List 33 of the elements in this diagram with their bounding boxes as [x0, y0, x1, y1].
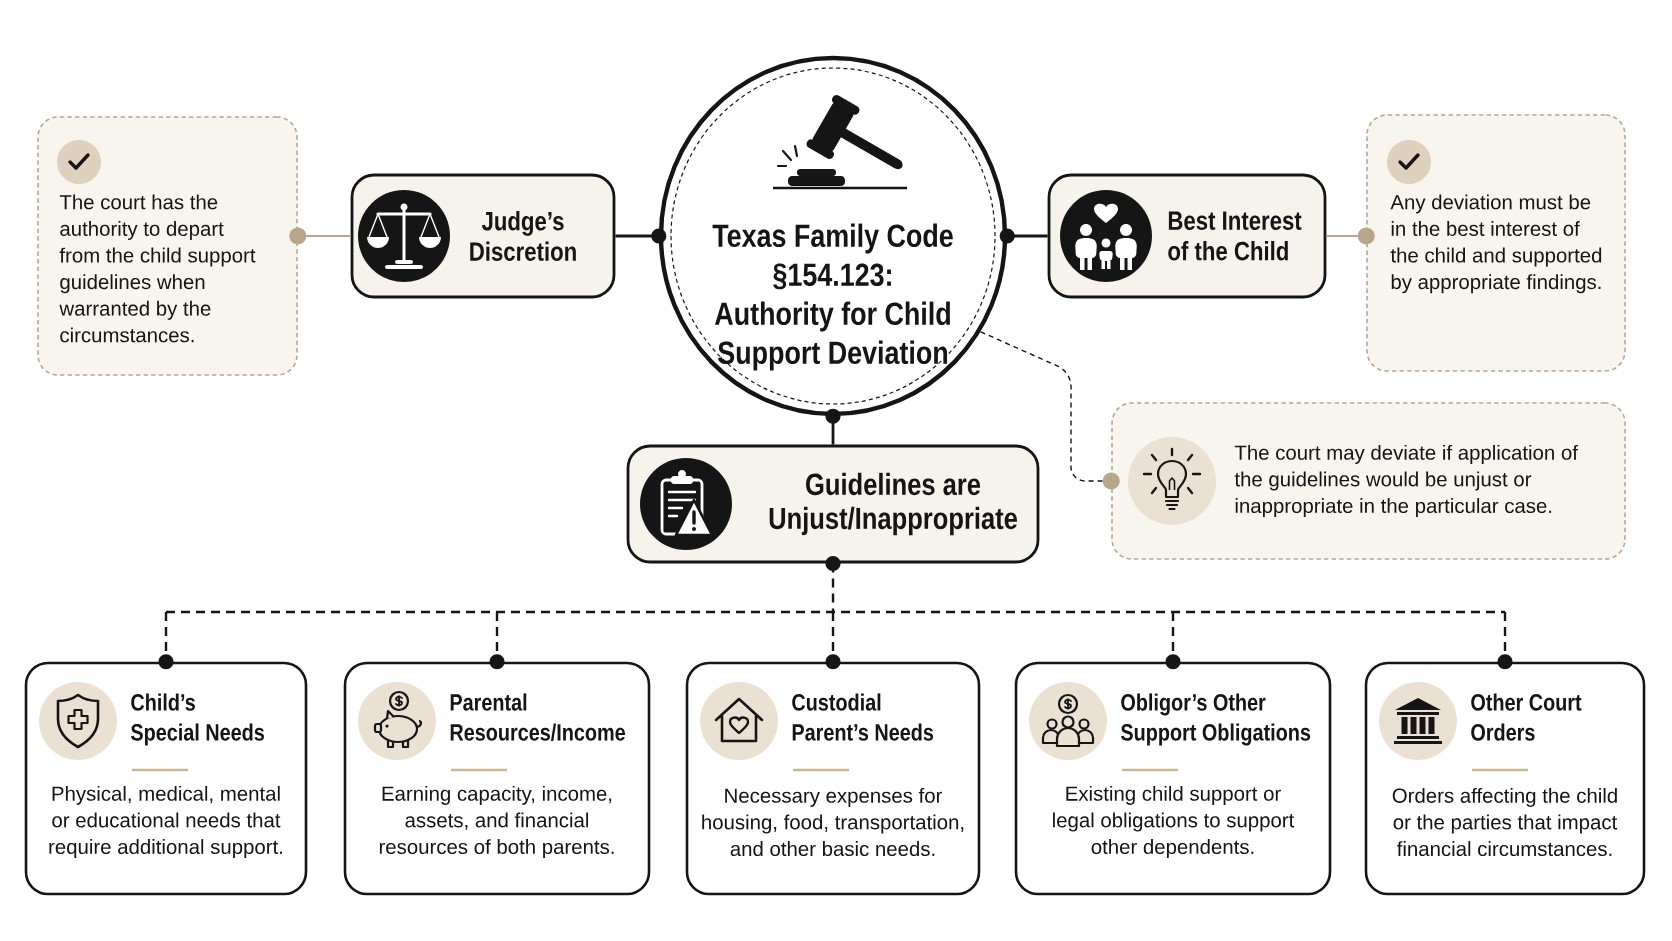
description-text: Existing child support or legal obligations to support other dependents. [1053, 785, 1295, 859]
connector-line [615, 228, 667, 244]
topic-box: Best Interest of the Child [1047, 173, 1327, 299]
dashed-connector [825, 612, 841, 670]
dashed-connector [1165, 612, 1181, 670]
description-text: Physical, medical, mental or educational needs that require additional support. [49, 785, 282, 859]
note-box: The court may deviate if application of the guidelines would be unjust or inappropriate in the particular case. [1111, 402, 1626, 560]
factor-card [1364, 661, 1646, 896]
heading-text: Obligor’s Other Support Obligations [1120, 693, 1311, 746]
description-text: Earning capacity, income, assets, and financial resources of both parents. [379, 785, 614, 859]
description-text: Orders affecting the child or the parties that impact financial circumstances. [1392, 787, 1618, 857]
heading-text: Other Court Orders [1471, 693, 1582, 741]
factor-card [1014, 661, 1332, 896]
connector-line [999, 228, 1048, 244]
topic-box: Judge’s Discretion [350, 173, 616, 299]
factor-card [343, 661, 651, 896]
factor-card [24, 661, 308, 896]
heading-text: Custodial Parent’s Needs [792, 693, 934, 741]
dashed-connector [1497, 612, 1513, 670]
connector-line [289, 227, 352, 245]
factor-card [685, 661, 981, 896]
heading-text: Parental Resources/Income [450, 693, 625, 741]
dashed-connector [158, 612, 174, 670]
heading-text: Child’s Special Needs [130, 693, 264, 746]
note-box: Any deviation must be in the best interest of the child and supported by appropriate findings. [1366, 114, 1626, 372]
connector-line [825, 408, 841, 445]
connector-line [1325, 227, 1375, 245]
description-text: Necessary expenses for housing, food, transportation, and other basic needs. [702, 787, 964, 857]
topic-box: Guidelines are Unjust/Inappropriate [626, 444, 1040, 564]
note-box: The court has the authority to depart from the child support guidelines when warranted by the circumstances. [37, 116, 298, 376]
dashed-connector [164, 555, 1507, 614]
dashed-connector [489, 612, 505, 670]
dashed-connector [979, 331, 1120, 490]
